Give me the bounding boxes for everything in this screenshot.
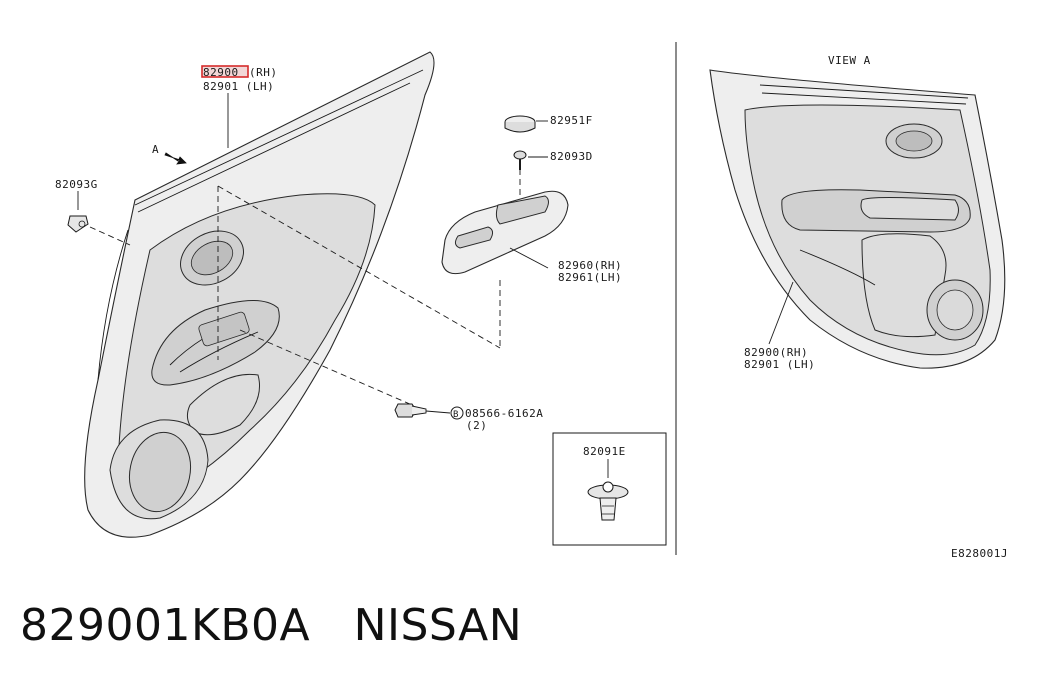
arrow-icon [164,152,187,165]
screw-label: 82093D [550,150,593,163]
highlight-box [201,65,249,78]
finisher-lh-label: 82961(LH) [558,271,622,284]
view-a-title: VIEW A [828,54,871,67]
cap-label: 82951F [550,114,593,127]
view-a-panel: VIEW A 82900(RH) 82901 (LH) [709,54,1006,371]
finisher-rh-label: 82960(RH) [558,259,622,272]
label-trim-main: 82900 (RH) 82901 (LH) [201,65,278,148]
trim-rh-part-number: 82900 [203,66,239,79]
door-trim-panel [84,51,435,538]
bolt-08566: B 08566-6162A (2) [394,403,543,432]
switch-finisher: 82960(RH) 82961(LH) [441,190,622,284]
view-trim-rh-label: 82900(RH) [744,346,808,359]
cap-82951f: 82951F [504,114,593,133]
view-arrow-a: A [152,143,187,165]
screw-82093d: 82093D [513,150,593,170]
trim-rh-suffix: (RH) [249,66,278,79]
bolt-label: 08566-6162A [465,407,543,420]
arrow-a-label: A [152,143,159,156]
clip-box-label: 82091E [583,445,626,458]
caption-brand: NISSAN [353,600,523,651]
clip-icon [67,215,89,233]
clip-left-label: 82093G [55,178,98,191]
trim-lh-label: 82901 (LH) [203,80,274,93]
reference-lines [217,165,521,406]
bolt-qty: (2) [466,419,487,432]
clip-box-82091e: 82091E [552,432,667,546]
bolt-b-letter: B [453,410,459,420]
caption-part-number: 829001KB0A [20,600,311,651]
caption: 829001KB0A NISSAN [20,600,522,651]
clip-82093g: 82093G [55,178,131,246]
view-trim-lh-label: 82901 (LH) [744,358,815,371]
bolt-b-marker [450,406,464,420]
diagram-code: E828001J [951,547,1008,560]
